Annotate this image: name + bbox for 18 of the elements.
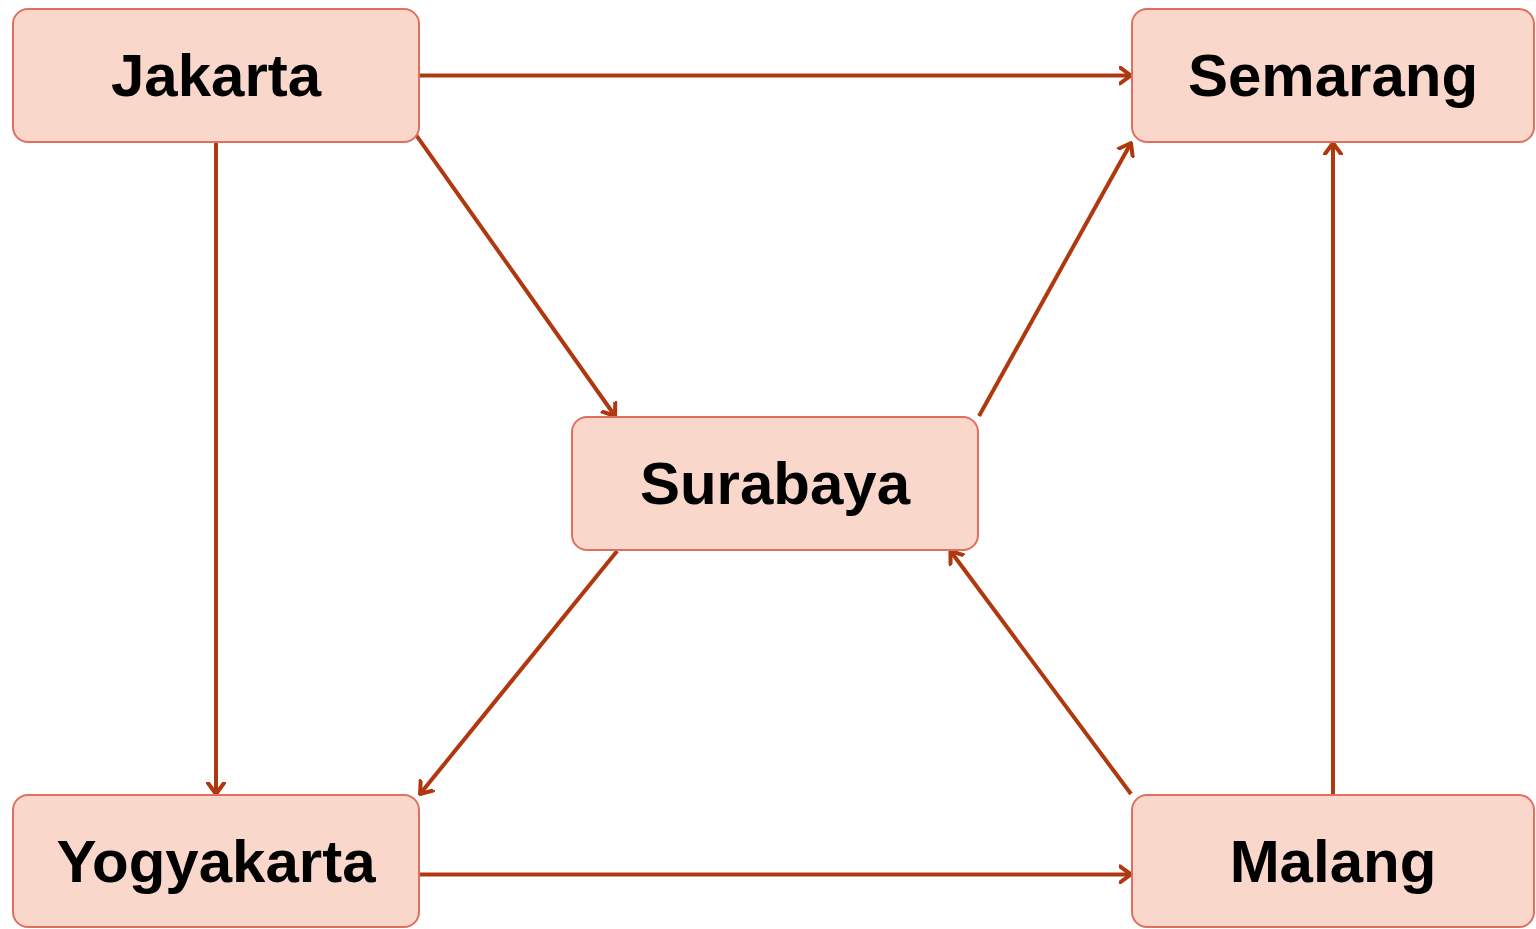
city-name: Jakarta — [110, 41, 322, 110]
arrow — [977, 141, 1135, 417]
city-box — [1131, 794, 1535, 928]
city-box — [12, 8, 420, 143]
arrow — [413, 132, 618, 418]
arrow — [418, 549, 619, 796]
arrow — [420, 65, 1133, 86]
city-box — [12, 794, 420, 928]
arrow — [420, 864, 1133, 885]
arrow — [948, 549, 1133, 796]
city-box — [571, 416, 979, 551]
city-name: Malang — [1229, 826, 1437, 896]
city-name: Surabaya — [639, 449, 911, 518]
city-box — [1131, 8, 1535, 143]
arrow — [206, 143, 226, 796]
city-name: Yogyakarta — [56, 826, 376, 896]
arrow — [1323, 141, 1343, 794]
city-name: Semarang — [1187, 41, 1479, 110]
